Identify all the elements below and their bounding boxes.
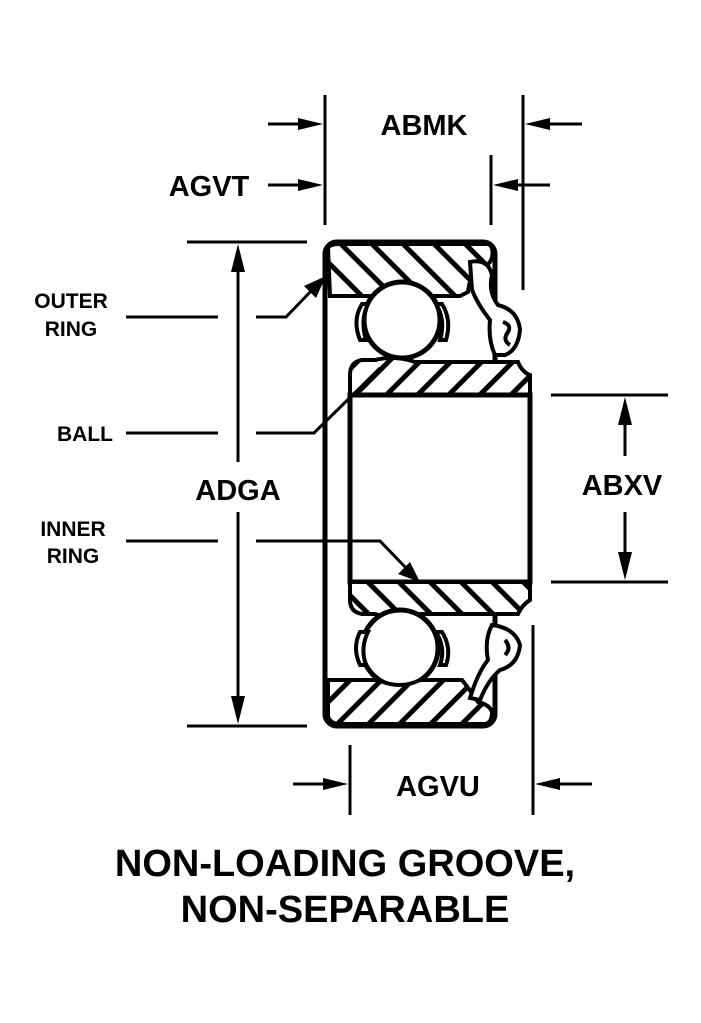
arrowhead-left-icon <box>493 179 518 191</box>
leader-line <box>256 286 316 319</box>
arrowhead-down-icon <box>618 552 632 580</box>
seal-upper-lip <box>502 320 512 347</box>
dimension-abmk: ABMK <box>268 95 582 290</box>
bearing-cross-section <box>322 239 533 729</box>
caption: NON-LOADING GROOVE, NON-SEPARABLE <box>115 843 575 931</box>
dimension-agvu: AGVU <box>293 625 592 815</box>
label-agvu: AGVU <box>396 771 480 803</box>
dimension-abxv: ABXV <box>551 393 668 584</box>
arrowhead-left-icon <box>535 778 560 790</box>
arrowhead-up-icon <box>231 244 245 272</box>
cage-upper-right <box>432 302 451 342</box>
cage-lower-left <box>354 630 372 667</box>
inner-ring-upper <box>348 355 532 397</box>
label-outer-ring-line1: OUTER <box>34 290 108 313</box>
arrowhead-right-icon <box>298 118 323 130</box>
arrowhead-icon <box>304 276 326 298</box>
arrowhead-up-icon <box>618 397 632 425</box>
cage-lower-right <box>432 630 451 667</box>
inner-ring-lower <box>348 580 532 619</box>
arrowhead-down-icon <box>231 696 245 724</box>
ball-lower <box>359 607 441 689</box>
label-abxv: ABXV <box>582 470 663 502</box>
dimension-adga: ADGA <box>187 240 307 728</box>
leader-line <box>256 366 382 435</box>
leader-line <box>256 539 410 572</box>
label-adga: ADGA <box>195 475 280 507</box>
caption-line2: NON-SEPARABLE <box>181 889 510 931</box>
label-abmk: ABMK <box>381 110 468 142</box>
label-inner-ring-line1: INNER <box>40 518 105 541</box>
callout-inner-ring: INNER RING <box>40 518 420 582</box>
arrowhead-icon <box>398 562 420 582</box>
label-inner-ring-line2: RING <box>47 545 100 568</box>
label-outer-ring-line2: RING <box>45 318 98 341</box>
label-agvt: AGVT <box>169 171 250 203</box>
callout-outer-ring: OUTER RING <box>34 276 326 341</box>
label-ball: BALL <box>57 423 113 446</box>
arrowhead-left-icon <box>525 118 550 130</box>
arrowhead-right-icon <box>298 179 323 191</box>
arrowhead-right-icon <box>323 778 348 790</box>
ball-upper <box>361 279 443 361</box>
caption-line1: NON-LOADING GROOVE, <box>115 843 575 885</box>
seal-lower-lip <box>503 638 511 657</box>
dimension-agvt: AGVT <box>169 155 550 225</box>
cage-upper-left <box>354 302 372 342</box>
bore <box>347 392 533 585</box>
outer-ring-lower <box>326 678 495 726</box>
callout-ball: BALL <box>57 366 382 446</box>
